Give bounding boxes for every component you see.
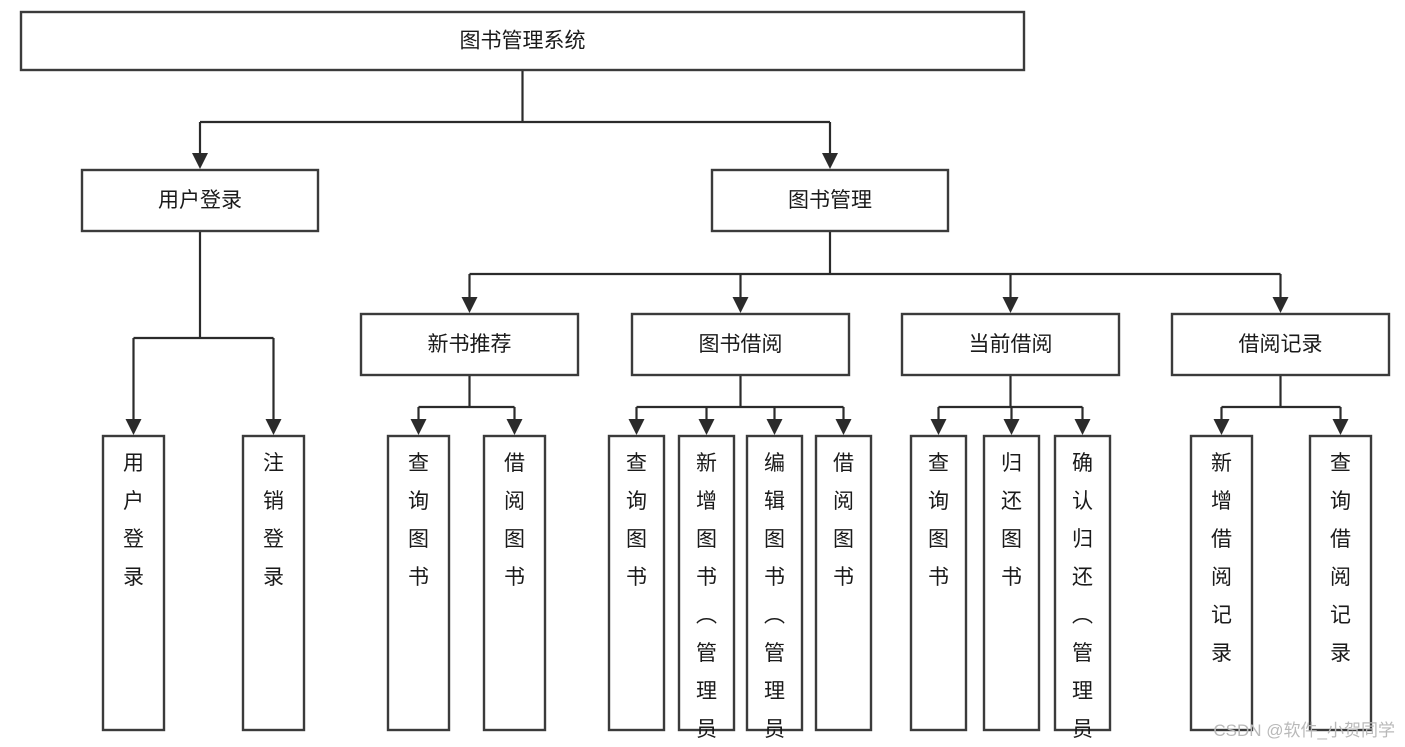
- node-label-book-management: 图书管理: [788, 189, 872, 212]
- node-leaf-query-book-recommend[interactable]: 查询图书: [386, 434, 451, 732]
- node-layer: 图书管理系统用户登录图书管理新书推荐图书借阅当前借阅借阅记录用户登录注销登录查询…: [19, 10, 1391, 747]
- node-label-leaf-query-book-current: 查询图书: [928, 452, 949, 589]
- node-leaf-add-book-admin[interactable]: 新增图书︵管理员︶: [677, 434, 736, 747]
- node-leaf-edit-book-admin[interactable]: 编辑图书︵管理员︶: [745, 434, 804, 747]
- connector-group-new-book-recommend: [410, 375, 523, 435]
- node-box-leaf-user-login[interactable]: [101, 434, 166, 732]
- node-leaf-query-book-borrow[interactable]: 查询图书: [607, 434, 666, 732]
- node-book-management[interactable]: 图书管理: [710, 168, 950, 233]
- arrow-head-icon: [265, 419, 282, 435]
- arrow-head-icon: [1002, 297, 1019, 313]
- connector-layer: [125, 70, 1349, 435]
- connector-group-current-borrow: [930, 375, 1091, 435]
- node-box-current-borrow[interactable]: [900, 312, 1121, 377]
- arrow-head-icon: [410, 419, 427, 435]
- arrow-head-icon: [1074, 419, 1091, 435]
- arrow-head-icon: [1213, 419, 1230, 435]
- node-label-leaf-borrow-book: 借阅图书: [833, 452, 854, 589]
- node-label-leaf-user-login: 用户登录: [123, 452, 144, 589]
- arrow-head-icon: [766, 419, 783, 435]
- arrow-head-icon: [698, 419, 715, 435]
- node-box-leaf-borrow-book-recommend[interactable]: [482, 434, 547, 732]
- node-label-leaf-query-book-recommend: 查询图书: [408, 452, 429, 589]
- arrow-head-icon: [461, 297, 478, 313]
- node-leaf-add-borrow-record[interactable]: 新增借阅记录: [1189, 434, 1254, 732]
- node-leaf-user-login[interactable]: 用户登录: [101, 434, 166, 732]
- connector-group-book-management: [461, 231, 1289, 313]
- arrow-head-icon: [1332, 419, 1349, 435]
- node-box-borrow-records[interactable]: [1170, 312, 1391, 377]
- node-label-leaf-add-borrow-record: 新增借阅记录: [1211, 452, 1232, 665]
- node-leaf-borrow-book[interactable]: 借阅图书: [814, 434, 873, 732]
- node-label-leaf-borrow-book-recommend: 借阅图书: [504, 452, 525, 589]
- node-label-leaf-confirm-return-admin: 确认归还︵管理员︶: [1072, 452, 1093, 747]
- node-box-leaf-edit-book-admin[interactable]: [745, 434, 804, 732]
- node-box-leaf-query-book-recommend[interactable]: [386, 434, 451, 732]
- node-book-borrow[interactable]: 图书借阅: [630, 312, 851, 377]
- arrow-head-icon: [835, 419, 852, 435]
- node-label-borrow-records: 借阅记录: [1239, 333, 1323, 356]
- node-box-leaf-query-book-borrow[interactable]: [607, 434, 666, 732]
- node-box-user-login[interactable]: [80, 168, 320, 233]
- node-label-new-book-recommend: 新书推荐: [428, 333, 512, 356]
- node-label-leaf-edit-book-admin: 编辑图书︵管理员︶: [764, 452, 785, 747]
- node-label-leaf-query-borrow-record: 查询借阅记录: [1330, 452, 1351, 665]
- node-box-leaf-borrow-book[interactable]: [814, 434, 873, 732]
- arrow-head-icon: [822, 153, 838, 169]
- node-leaf-borrow-book-recommend[interactable]: 借阅图书: [482, 434, 547, 732]
- node-label-root: 图书管理系统: [460, 30, 586, 53]
- arrow-head-icon: [732, 297, 749, 313]
- arrow-head-icon: [628, 419, 645, 435]
- node-label-current-borrow: 当前借阅: [969, 333, 1053, 356]
- node-label-leaf-return-book: 归还图书: [1001, 452, 1022, 589]
- node-box-root[interactable]: [19, 10, 1026, 72]
- node-leaf-query-book-current[interactable]: 查询图书: [909, 434, 968, 732]
- node-box-leaf-return-book[interactable]: [982, 434, 1041, 732]
- node-label-leaf-query-book-borrow: 查询图书: [626, 452, 647, 589]
- node-leaf-query-borrow-record[interactable]: 查询借阅记录: [1308, 434, 1373, 732]
- connector-group-root: [192, 70, 838, 169]
- node-borrow-records[interactable]: 借阅记录: [1170, 312, 1391, 377]
- connector-group-book-borrow: [628, 375, 852, 435]
- node-label-leaf-logout: 注销登录: [263, 452, 284, 589]
- node-box-leaf-add-borrow-record[interactable]: [1189, 434, 1254, 732]
- node-box-book-management[interactable]: [710, 168, 950, 233]
- node-current-borrow[interactable]: 当前借阅: [900, 312, 1121, 377]
- node-new-book-recommend[interactable]: 新书推荐: [359, 312, 580, 377]
- node-box-leaf-confirm-return-admin[interactable]: [1053, 434, 1112, 732]
- node-box-leaf-query-borrow-record[interactable]: [1308, 434, 1373, 732]
- node-root[interactable]: 图书管理系统: [19, 10, 1026, 72]
- arrow-head-icon: [506, 419, 523, 435]
- arrow-head-icon: [125, 419, 142, 435]
- node-box-new-book-recommend[interactable]: [359, 312, 580, 377]
- arrow-head-icon: [930, 419, 947, 435]
- node-box-leaf-logout[interactable]: [241, 434, 306, 732]
- node-box-leaf-query-book-current[interactable]: [909, 434, 968, 732]
- node-label-leaf-add-book-admin: 新增图书︵管理员︶: [696, 452, 717, 747]
- node-label-user-login: 用户登录: [158, 189, 242, 212]
- connector-group-borrow-records: [1213, 375, 1349, 435]
- node-leaf-return-book[interactable]: 归还图书: [982, 434, 1041, 732]
- node-box-leaf-add-book-admin[interactable]: [677, 434, 736, 732]
- node-label-book-borrow: 图书借阅: [699, 333, 783, 356]
- connector-group-user-login: [125, 231, 282, 435]
- node-box-book-borrow[interactable]: [630, 312, 851, 377]
- node-leaf-logout[interactable]: 注销登录: [241, 434, 306, 732]
- node-user-login[interactable]: 用户登录: [80, 168, 320, 233]
- node-leaf-confirm-return-admin[interactable]: 确认归还︵管理员︶: [1053, 434, 1112, 747]
- arrow-head-icon: [1272, 297, 1289, 313]
- arrow-head-icon: [1003, 419, 1020, 435]
- arrow-head-icon: [192, 153, 208, 169]
